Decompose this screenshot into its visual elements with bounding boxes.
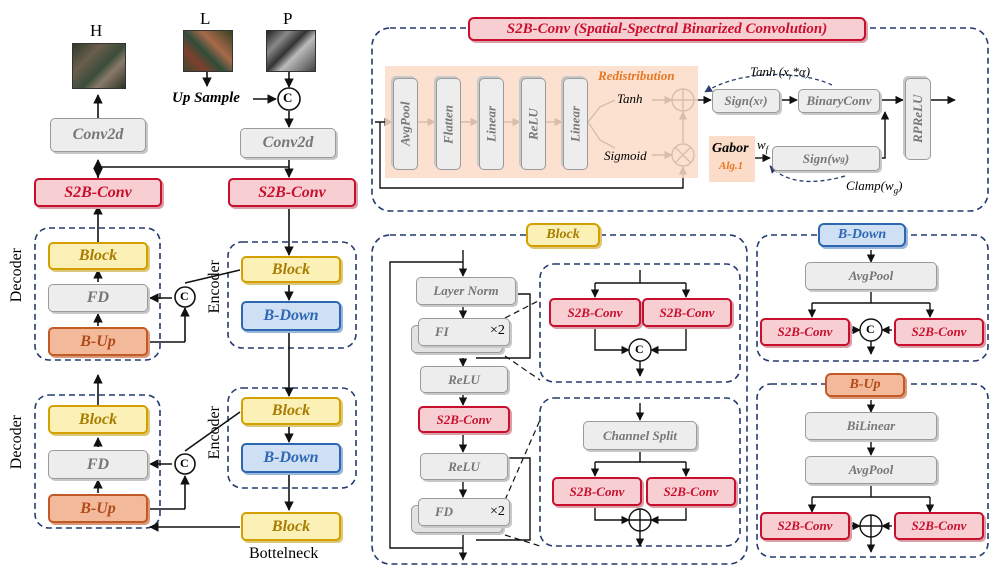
decoder2-fd: FD (48, 450, 148, 479)
encoder-label-1: Encoder (206, 260, 223, 314)
block-s2b-conv: S2B-Conv (418, 406, 510, 433)
encoder2-b-down: B-Down (241, 443, 341, 473)
encoder1-block: Block (241, 256, 341, 283)
image-label-h: H (90, 21, 103, 40)
layer-norm-box: Layer Norm (416, 277, 516, 305)
rprelu-box: RPReLU (905, 78, 931, 160)
image-label-l: L (200, 9, 211, 28)
binaryconv-box: BinaryConv (798, 89, 880, 113)
b-up-panel-title: B-Up (825, 373, 905, 397)
fd-box: FD (418, 498, 510, 526)
relu-box-2: ReLU (420, 453, 508, 480)
b-up-s2b-conv-right: S2B-Conv (894, 512, 984, 540)
decoder2-b-up: B-Up (48, 494, 148, 523)
fi-concat: C (635, 342, 644, 356)
s2b-conv-left: S2B-Conv (34, 178, 162, 207)
fd-s2b-conv-left: S2B-Conv (552, 477, 642, 506)
s2b-conv-right: S2B-Conv (228, 178, 356, 207)
sigmoid-label: Sigmoid (604, 148, 647, 163)
encoder2-block: Block (241, 397, 341, 425)
block-panel-title: Block (526, 223, 600, 247)
fd-s2b-conv-right: S2B-Conv (646, 477, 736, 506)
tanh-label: Tanh (617, 91, 643, 106)
b-up-s2b-conv-left: S2B-Conv (760, 512, 850, 540)
redistribution-label: Redistribution (598, 68, 675, 83)
decoder1-b-up: B-Up (48, 327, 148, 356)
fi-repeat-label: ×2 (490, 323, 505, 338)
concat-1: C (180, 289, 189, 303)
decoder-label-1: Decoder (8, 248, 25, 303)
s2b-linear-1: Linear (479, 78, 504, 170)
image-p (266, 30, 316, 72)
clamp-label: Clamp(wg) (846, 178, 903, 196)
s2b-linear-2: Linear (563, 78, 588, 170)
b-up-avgpool: AvgPool (805, 456, 937, 484)
bottleneck-block: Block (241, 512, 341, 541)
up-sample-label: Up Sample (172, 90, 240, 106)
fd-repeat-label: ×2 (490, 504, 505, 519)
decoder2-block: Block (48, 405, 148, 434)
s2b-avgpool: AvgPool (393, 78, 418, 170)
conv2d-left: Conv2d (50, 118, 146, 152)
decoder-label-2: Decoder (8, 415, 25, 470)
channel-split-box: Channel Split (583, 421, 697, 450)
conv2d-right: Conv2d (240, 128, 336, 158)
s2b-conv-title: S2B-Conv (Spatial-Spectral Binarized Con… (468, 17, 866, 41)
decoder1-fd: FD (48, 284, 148, 312)
fi-s2b-conv-right: S2B-Conv (642, 298, 732, 327)
decoder1-block: Block (48, 242, 148, 270)
image-l (183, 30, 233, 72)
b-down-s2b-conv-right: S2B-Conv (894, 318, 984, 346)
gabor-region (709, 136, 755, 182)
b-down-avgpool: AvgPool (805, 262, 937, 290)
fi-box: FI (418, 318, 510, 346)
concat-2: C (180, 456, 189, 470)
b-down-panel-title: B-Down (818, 223, 906, 247)
b-up-bilinear: BiLinear (805, 412, 937, 440)
b-down-concat: C (866, 322, 875, 336)
fi-s2b-conv-left: S2B-Conv (549, 298, 641, 327)
concat-top: C (283, 90, 293, 105)
bottleneck-label: Bottelneck (249, 545, 319, 562)
image-label-p: P (283, 9, 293, 28)
gabor-label: Gabor (712, 141, 749, 156)
relu-box-1: ReLU (420, 366, 508, 393)
encoder-label-2: Encoder (206, 406, 223, 460)
alg-label: Alg.1 (719, 160, 744, 172)
s2b-relu: ReLU (521, 78, 546, 170)
s2b-flatten: Flatten (436, 78, 461, 170)
b-down-s2b-conv-left: S2B-Conv (760, 318, 850, 346)
encoder1-b-down: B-Down (241, 301, 341, 331)
image-h (72, 43, 126, 89)
wf-label: wf (757, 137, 769, 155)
tanh-expression: Tanh (xr*α) (750, 64, 811, 82)
